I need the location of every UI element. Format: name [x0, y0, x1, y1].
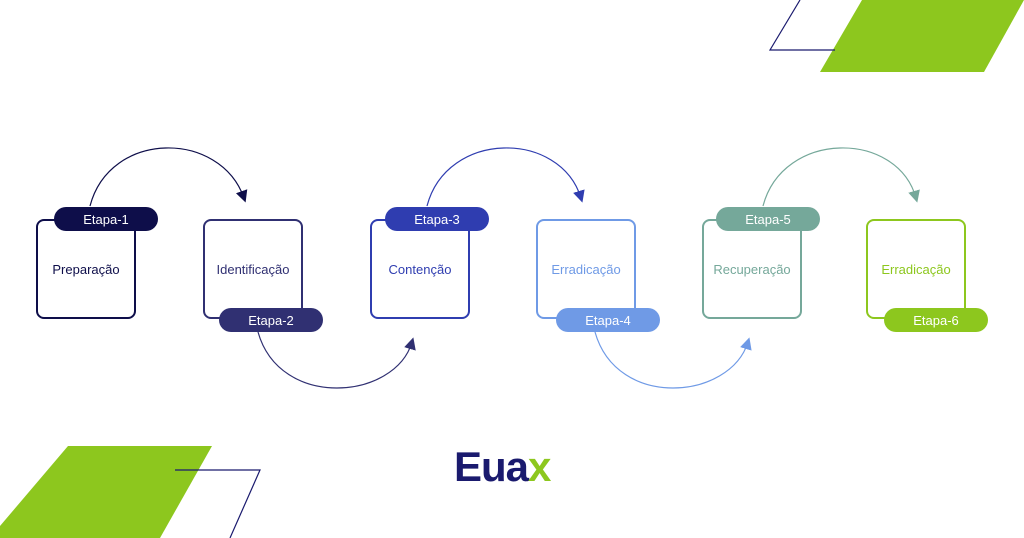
logo-text: Eua: [454, 443, 529, 490]
step-label: Recuperação: [713, 261, 791, 277]
step-tag-etapa-4: Etapa-4: [556, 308, 660, 332]
step-tag-label: Etapa-1: [83, 211, 129, 227]
step-tag-etapa-6: Etapa-6: [884, 308, 988, 332]
bottom-left-green-parallelogram: [0, 446, 212, 538]
step-label: Identificação: [216, 261, 290, 277]
step-box-contencao: Contenção: [370, 219, 470, 319]
arrow-step4-to-step5: [594, 331, 752, 389]
arrow-step3-to-step4: [426, 147, 585, 207]
top-right-green-parallelogram: [820, 0, 1024, 72]
step-tag-label: Etapa-4: [585, 312, 631, 328]
arrow-step2-to-step3: [257, 331, 416, 389]
arrow-step1-to-step2: [89, 147, 248, 207]
step-tag-etapa-2: Etapa-2: [219, 308, 323, 332]
step-label: Erradicação: [881, 261, 951, 277]
step-label: Preparação: [52, 261, 120, 277]
top-right-outline-line: [768, 0, 835, 51]
step-box-preparacao: Preparação: [36, 219, 136, 319]
euax-logo: Euax: [454, 443, 551, 491]
logo-accent: x: [528, 443, 551, 490]
step-tag-etapa-3: Etapa-3: [385, 207, 489, 231]
step-tag-label: Etapa-6: [913, 312, 959, 328]
step-tag-etapa-5: Etapa-5: [716, 207, 820, 231]
step-tag-label: Etapa-3: [414, 211, 460, 227]
step-box-recuperacao: Recuperação: [702, 219, 802, 319]
step-tag-label: Etapa-2: [248, 312, 294, 328]
step-label: Contenção: [388, 261, 452, 277]
step-tag-label: Etapa-5: [745, 211, 791, 227]
bottom-left-outline-line: [175, 469, 261, 538]
arrow-step5-to-step6: [762, 147, 920, 207]
step-box-erradicacao: Erradicação: [536, 219, 636, 319]
step-box-identificacao: Identificação: [203, 219, 303, 319]
step-label: Erradicação: [551, 261, 621, 277]
step-tag-etapa-1: Etapa-1: [54, 207, 158, 231]
step-box-erradicacao-final: Erradicação: [866, 219, 966, 319]
